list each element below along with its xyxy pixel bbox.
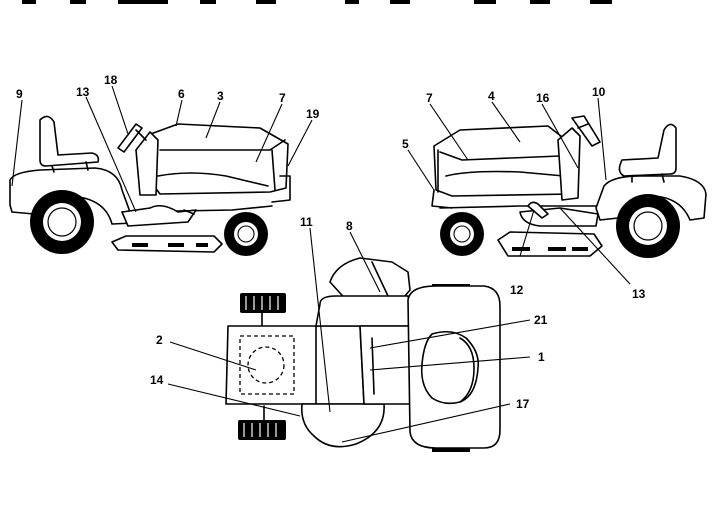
callout-13-left: 13 (76, 85, 90, 99)
callout-18: 18 (104, 73, 118, 87)
callout-17: 17 (516, 397, 530, 411)
callout-8: 8 (346, 219, 353, 233)
callout-12: 12 (510, 283, 524, 297)
callout-16: 16 (536, 91, 550, 105)
callout-7-right: 7 (426, 91, 433, 105)
callout-3: 3 (217, 89, 224, 103)
callout-6: 6 (178, 87, 185, 101)
tractor-left-side-view (9, 115, 291, 256)
callout-19: 19 (306, 107, 320, 121)
callout-4: 4 (488, 89, 495, 103)
callout-labels: 9 13 18 6 3 7 19 7 4 16 10 5 12 13 11 8 … (16, 73, 646, 411)
callout-10: 10 (592, 85, 606, 99)
callout-2: 2 (156, 333, 163, 347)
tractor-right-side-view (431, 115, 707, 258)
callout-13-right: 13 (632, 287, 646, 301)
callout-1: 1 (538, 350, 545, 364)
callout-9: 9 (16, 87, 23, 101)
tractor-top-view (225, 257, 501, 452)
leader-lines (11, 85, 631, 443)
callout-7-left: 7 (279, 91, 286, 105)
callout-21: 21 (534, 313, 548, 327)
callout-11: 11 (300, 215, 313, 229)
top-edge-fragments (22, 0, 612, 4)
callout-14: 14 (150, 373, 164, 387)
callout-5: 5 (402, 137, 409, 151)
